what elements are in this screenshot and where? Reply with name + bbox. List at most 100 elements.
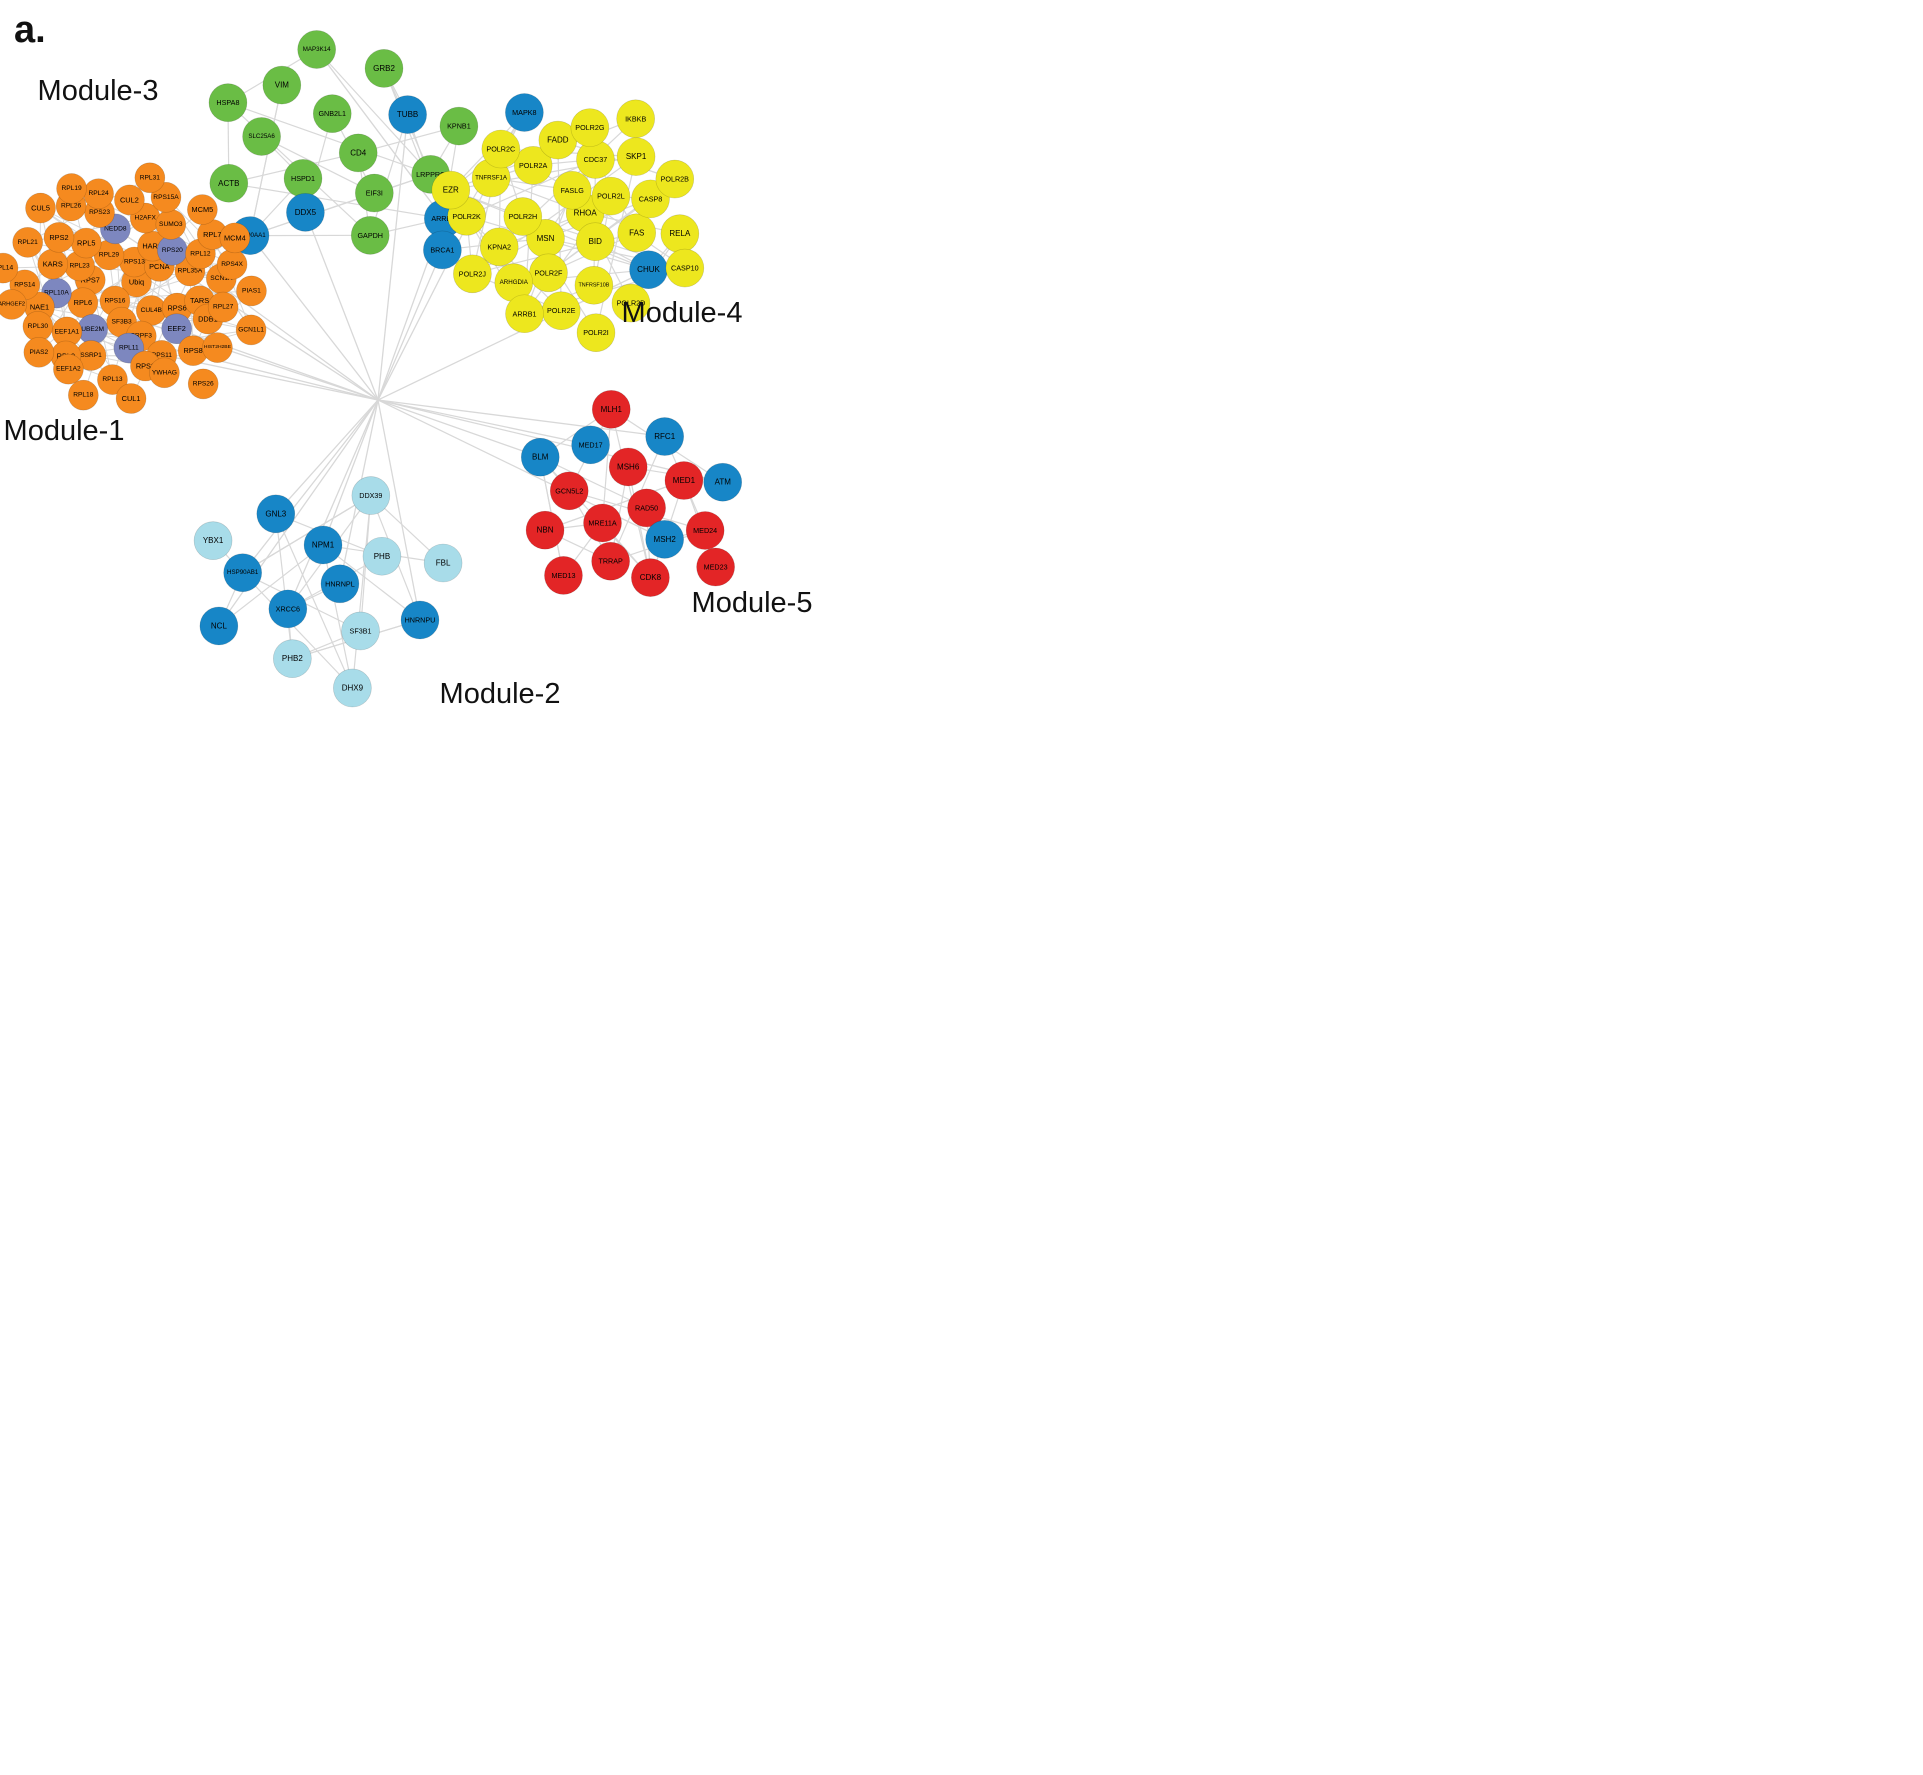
edge	[287, 399, 379, 610]
node-SLC25A6	[242, 117, 281, 156]
node-VIM	[262, 65, 302, 105]
node-POLR2C	[481, 129, 521, 169]
node-FASLG	[552, 170, 592, 210]
node-RPL18	[68, 379, 99, 411]
node-RPL31	[134, 162, 166, 194]
node-RPL19	[56, 173, 87, 204]
edge	[242, 399, 379, 574]
edge	[377, 249, 443, 401]
node-GAPDH	[350, 216, 390, 255]
edge	[275, 513, 293, 659]
node-RPL6	[67, 287, 99, 319]
node-RPS4X	[216, 249, 248, 280]
node-GNB2L1	[312, 94, 352, 133]
node-EEF1A2	[53, 353, 84, 385]
node-DDX39	[351, 476, 391, 515]
edge	[304, 212, 379, 401]
node-RFC1	[645, 417, 685, 456]
node-HSP90AB1	[223, 553, 262, 593]
node-MLH1	[591, 390, 631, 429]
node-POLR2B	[655, 159, 695, 199]
edge	[316, 49, 432, 175]
node-KPNB1	[439, 106, 479, 146]
edge	[322, 544, 421, 621]
edge	[171, 249, 379, 401]
node-GRB2	[364, 49, 404, 88]
edge	[557, 139, 675, 180]
node-CDC37	[576, 140, 615, 179]
node-FBL	[423, 543, 463, 583]
node-TNFRSF10B	[574, 265, 614, 305]
edge	[377, 114, 409, 401]
node-PIAS1	[236, 275, 267, 307]
node-CASP10	[665, 248, 705, 288]
node-MAPK8	[505, 93, 544, 132]
node-MED24	[685, 511, 725, 550]
node-RPS26	[187, 368, 219, 400]
node-CDK8	[631, 558, 670, 597]
node-PHB	[362, 536, 402, 576]
module-label-a-Module-4: Module-4	[622, 297, 743, 329]
node-CUL2	[114, 184, 145, 216]
node-HSPD1	[283, 159, 323, 198]
node-NPM1	[303, 525, 343, 565]
node-EIF3I	[355, 173, 394, 213]
node-RPS20	[157, 235, 188, 266]
node-MED1	[664, 461, 704, 500]
node-DHX9	[333, 668, 372, 708]
node-BID	[575, 222, 615, 262]
node-PIAS2	[23, 337, 55, 368]
node-YBX1	[193, 521, 233, 560]
node-ATM	[703, 462, 743, 502]
node-XRCC6	[268, 589, 308, 629]
node-EEF2	[161, 313, 192, 345]
module-label-a-Module-2: Module-2	[440, 678, 561, 710]
node-BRCA1	[423, 230, 462, 270]
edge	[249, 235, 379, 401]
node-POLR2F	[529, 253, 568, 293]
node-GCN5L2	[549, 471, 589, 511]
node-NBN	[525, 510, 565, 550]
module-label-a-Module-3: Module-3	[38, 75, 159, 107]
edge	[322, 399, 379, 546]
edge	[377, 399, 541, 458]
edge	[227, 102, 431, 175]
node-MED17	[571, 425, 610, 465]
node-POLR2D	[611, 283, 651, 323]
node-NCL	[199, 606, 239, 646]
edge	[322, 544, 353, 689]
node-RPL24	[83, 178, 114, 210]
node-BLM	[520, 437, 560, 477]
node-HIST2H2BE	[202, 332, 233, 363]
edge	[595, 156, 637, 333]
node-POLR2L	[591, 176, 631, 216]
edge	[377, 399, 421, 621]
node-CD4	[338, 133, 378, 173]
node-YWHAG	[149, 357, 180, 389]
node-CUL5	[25, 192, 56, 224]
node-KARS	[37, 248, 69, 280]
edge	[610, 409, 651, 578]
edge	[377, 399, 591, 446]
node-POLR2G	[570, 108, 610, 147]
node-TUBB	[388, 95, 427, 134]
edge	[369, 114, 409, 236]
edge	[275, 399, 379, 515]
edge	[249, 84, 283, 236]
node-TRRAP	[591, 541, 630, 581]
edge	[242, 495, 372, 574]
node-CUL1	[115, 383, 147, 414]
node-HSPA8	[208, 83, 248, 122]
node-RELA	[660, 214, 700, 253]
node-EZR	[431, 170, 471, 210]
edge	[351, 495, 372, 689]
node-MRE11A	[583, 503, 622, 543]
node-RPL21	[12, 227, 43, 258]
panel-letter-a: a.	[14, 9, 46, 51]
node-POLR2J	[453, 254, 492, 294]
edge	[228, 182, 444, 220]
node-RPL14	[0, 252, 19, 284]
node-RPS2	[43, 222, 75, 253]
node-MCM5	[187, 194, 218, 225]
